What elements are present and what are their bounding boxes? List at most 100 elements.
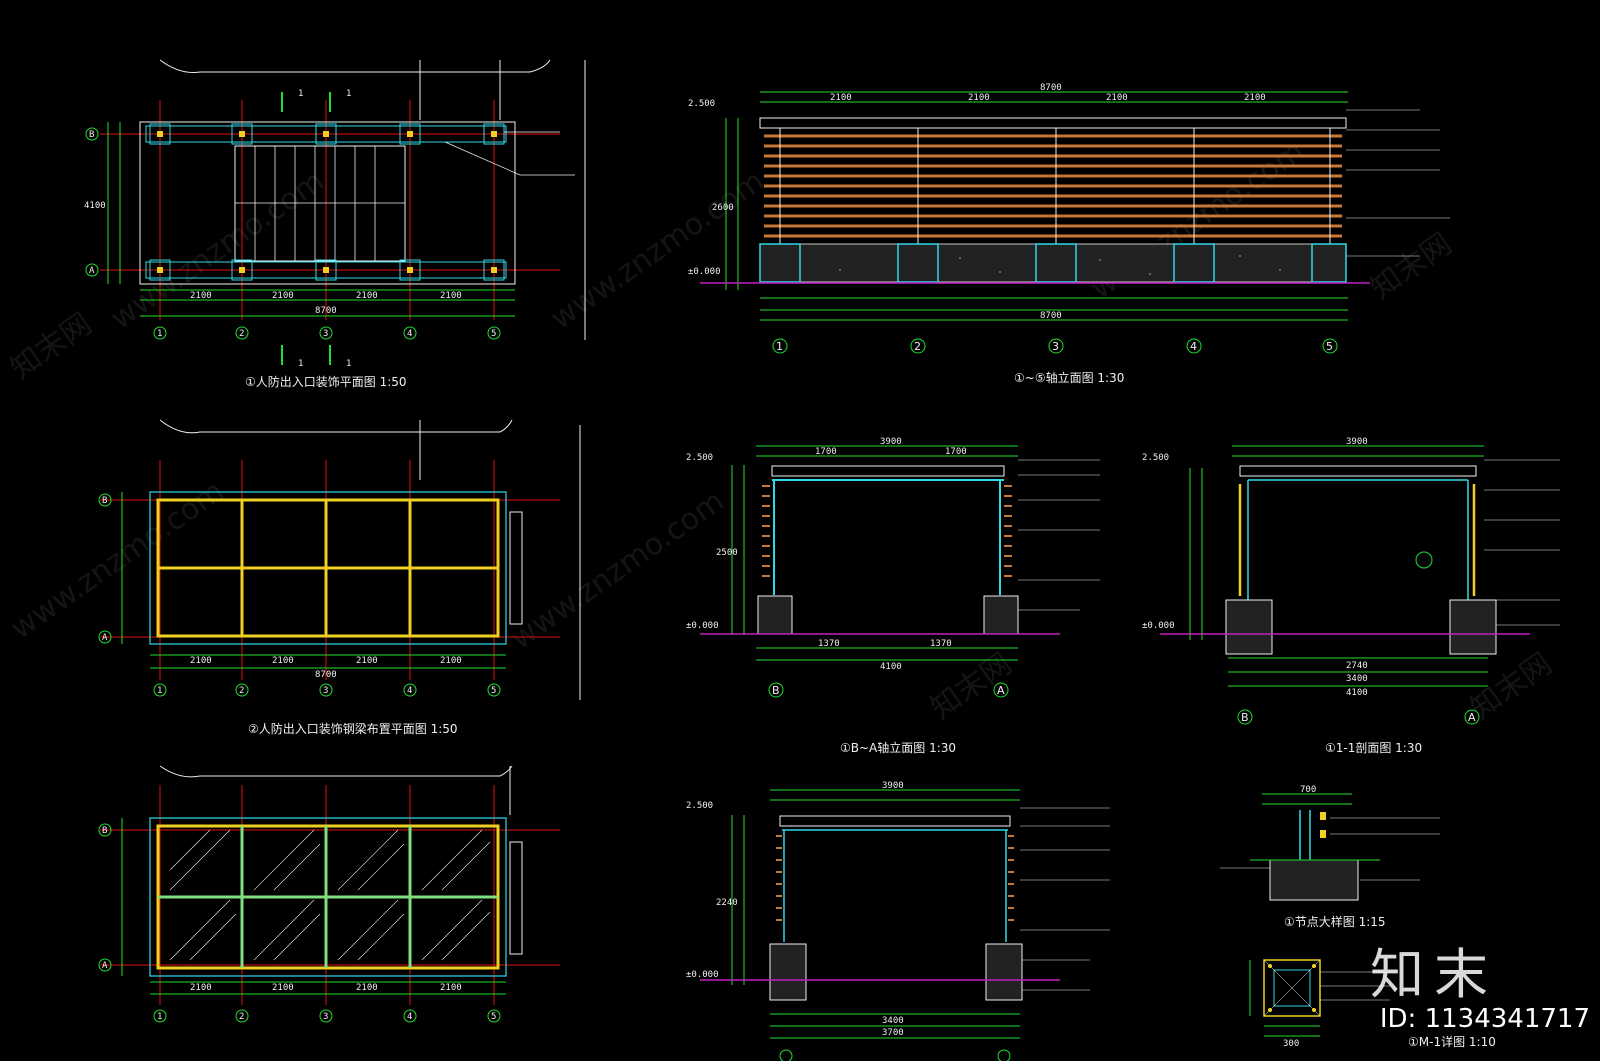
dim-plan2-bay: 2100 bbox=[440, 656, 462, 666]
dim-sec-mid: 3400 bbox=[1346, 674, 1368, 684]
axis-label: 1 bbox=[157, 1012, 162, 1022]
dim-plan-bay: 2100 bbox=[190, 291, 212, 301]
axis-label: 5 bbox=[491, 1012, 496, 1022]
dim-plan2-total: 8700 bbox=[315, 670, 337, 680]
dim-sec-bottom: 4100 bbox=[1346, 688, 1368, 698]
axis-label: 1 bbox=[157, 686, 162, 696]
ba-level-top: 2.500 bbox=[686, 453, 713, 463]
dim-low-bottom: 3700 bbox=[882, 1028, 904, 1038]
plan-2-drawing: 2100 2100 2100 2100 8700 1 2 3 4 5 B A ②… bbox=[98, 419, 581, 736]
plan-3-drawing: 2100 2100 2100 2100 1 2 3 4 5 B A bbox=[98, 765, 560, 1023]
detail-m1-title: ①M-1详图 1:10 bbox=[1408, 1034, 1496, 1049]
section-marker-label: 1 bbox=[298, 359, 303, 369]
section-11-title: ①1-1剖面图 1:30 bbox=[1325, 741, 1422, 755]
sec-level-ground: ±0.000 bbox=[1142, 621, 1175, 631]
axis-label: B bbox=[102, 826, 107, 836]
axis-label: A bbox=[102, 633, 108, 643]
elev-main-title: ①~⑤轴立面图 1:30 bbox=[1014, 370, 1124, 385]
dim-elev-top-total: 8700 bbox=[1040, 83, 1062, 93]
axis-label: 4 bbox=[407, 1012, 412, 1022]
ba-level-ground: ±0.000 bbox=[686, 621, 719, 631]
watermark-site: www.znzmo.com bbox=[105, 164, 331, 337]
low-level-top: 2.500 bbox=[686, 801, 713, 811]
axis-label: 4 bbox=[407, 329, 412, 339]
elev-ba-title: ①B~A轴立面图 1:30 bbox=[840, 740, 956, 755]
axis-label: A bbox=[1468, 711, 1476, 724]
watermark-name: 知末网 bbox=[1365, 226, 1459, 306]
low-level-ground: ±0.000 bbox=[686, 970, 719, 980]
axis-label: 3 bbox=[323, 1012, 328, 1022]
dim-ba-height: 2500 bbox=[716, 548, 738, 558]
axis-label: A bbox=[997, 684, 1005, 697]
dim-plan-bay: 2100 bbox=[356, 291, 378, 301]
axis-label: 4 bbox=[407, 686, 412, 696]
dim-sec-span: 2740 bbox=[1346, 661, 1368, 671]
axis-label: 2 bbox=[239, 329, 244, 339]
axis-label: 5 bbox=[1326, 340, 1333, 353]
dim-m1-width: 300 bbox=[1283, 1039, 1299, 1049]
elevation-main-drawing: 8700 2100 2100 2100 2100 2.500 ±0.000 26… bbox=[688, 83, 1450, 385]
dim-elev-height: 2600 bbox=[712, 203, 734, 213]
elev-level-ground: ±0.000 bbox=[688, 267, 721, 277]
elevation-lower-drawing: 3900 2240 3400 3700 2.500 ±0.000 bbox=[686, 781, 1110, 1061]
axis-label: B bbox=[772, 684, 780, 697]
plan-1-drawing: 1 1 1 1 8700 2100 2100 2100 2100 4100 1 … bbox=[84, 59, 586, 389]
dim-plan-bay: 2100 bbox=[440, 291, 462, 301]
section-marker-label: 1 bbox=[346, 359, 351, 369]
node-detail-drawing: 700 ①节点大样图 1:15 bbox=[1220, 785, 1440, 929]
dim-plan2-bay: 2100 bbox=[356, 656, 378, 666]
elevation-ba-drawing: 3900 1700 1700 2500 4100 1370 1370 2.500… bbox=[686, 437, 1100, 755]
watermark-site: www.znzmo.com bbox=[545, 164, 771, 337]
dim-low-height: 2240 bbox=[716, 898, 738, 908]
axis-label: B bbox=[102, 496, 107, 506]
axis-label: 2 bbox=[239, 1012, 244, 1022]
plan-1-title: ①人防出入口装饰平面图 1:50 bbox=[245, 374, 407, 389]
section-marker-label: 1 bbox=[298, 89, 303, 99]
dim-plan3-bay: 2100 bbox=[356, 983, 378, 993]
dim-plan2-bay: 2100 bbox=[190, 656, 212, 666]
axis-label: A bbox=[89, 266, 95, 276]
dim-node-width: 700 bbox=[1300, 785, 1316, 795]
dim-plan3-bay: 2100 bbox=[440, 983, 462, 993]
m1-detail-drawing: 300 ①M-1详图 1:10 bbox=[1249, 959, 1496, 1049]
brand-id: ID: 1134341717 bbox=[1379, 1004, 1590, 1034]
dim-plan3-bay: 2100 bbox=[190, 983, 212, 993]
dim-elev-bottom-total: 8700 bbox=[1040, 311, 1062, 321]
axis-label: 3 bbox=[323, 329, 328, 339]
dim-plan-total: 8700 bbox=[315, 306, 337, 316]
axis-label: 5 bbox=[491, 329, 496, 339]
axis-label: 1 bbox=[157, 329, 162, 339]
dim-plan-bay: 2100 bbox=[272, 291, 294, 301]
dim-elev-top-bay: 2100 bbox=[1106, 93, 1128, 103]
axis-label: 2 bbox=[239, 686, 244, 696]
axis-label: 1 bbox=[776, 340, 783, 353]
dim-plan3-bay: 2100 bbox=[272, 983, 294, 993]
dim-low-total: 3900 bbox=[882, 781, 904, 791]
section-marker-label: 1 bbox=[346, 89, 351, 99]
axis-label: A bbox=[102, 961, 108, 971]
watermark-name: 知末网 bbox=[5, 306, 99, 386]
axis-label: 5 bbox=[491, 686, 496, 696]
axis-label: 3 bbox=[323, 686, 328, 696]
dim-plan-depth: 4100 bbox=[84, 201, 106, 211]
section-11-drawing: 3900 2740 3400 4100 2.500 ±0.000 B A ①1- bbox=[1142, 437, 1560, 755]
dim-sec-total: 3900 bbox=[1346, 437, 1368, 447]
brand-logo: 知末 bbox=[1370, 943, 1498, 1006]
plan-2-title: ②人防出入口装饰钢梁布置平面图 1:50 bbox=[248, 721, 458, 736]
axis-label: B bbox=[1241, 711, 1249, 724]
dim-ba-part: 1700 bbox=[815, 447, 837, 457]
dim-elev-top-bay: 2100 bbox=[968, 93, 990, 103]
axis-label: 3 bbox=[1052, 340, 1059, 353]
dim-low-mid: 3400 bbox=[882, 1016, 904, 1026]
watermark-layer: www.znzmo.com www.znzmo.com www.znzmo.co… bbox=[5, 134, 1559, 727]
dim-ba-bottom: 4100 bbox=[880, 662, 902, 672]
dim-elev-top-bay: 2100 bbox=[830, 93, 852, 103]
dim-ba-part: 1700 bbox=[945, 447, 967, 457]
dim-ba-sub: 1370 bbox=[930, 639, 952, 649]
axis-label: 2 bbox=[914, 340, 921, 353]
dim-plan2-bay: 2100 bbox=[272, 656, 294, 666]
dim-ba-total: 3900 bbox=[880, 437, 902, 447]
dim-elev-top-bay: 2100 bbox=[1244, 93, 1266, 103]
dim-ba-sub: 1370 bbox=[818, 639, 840, 649]
